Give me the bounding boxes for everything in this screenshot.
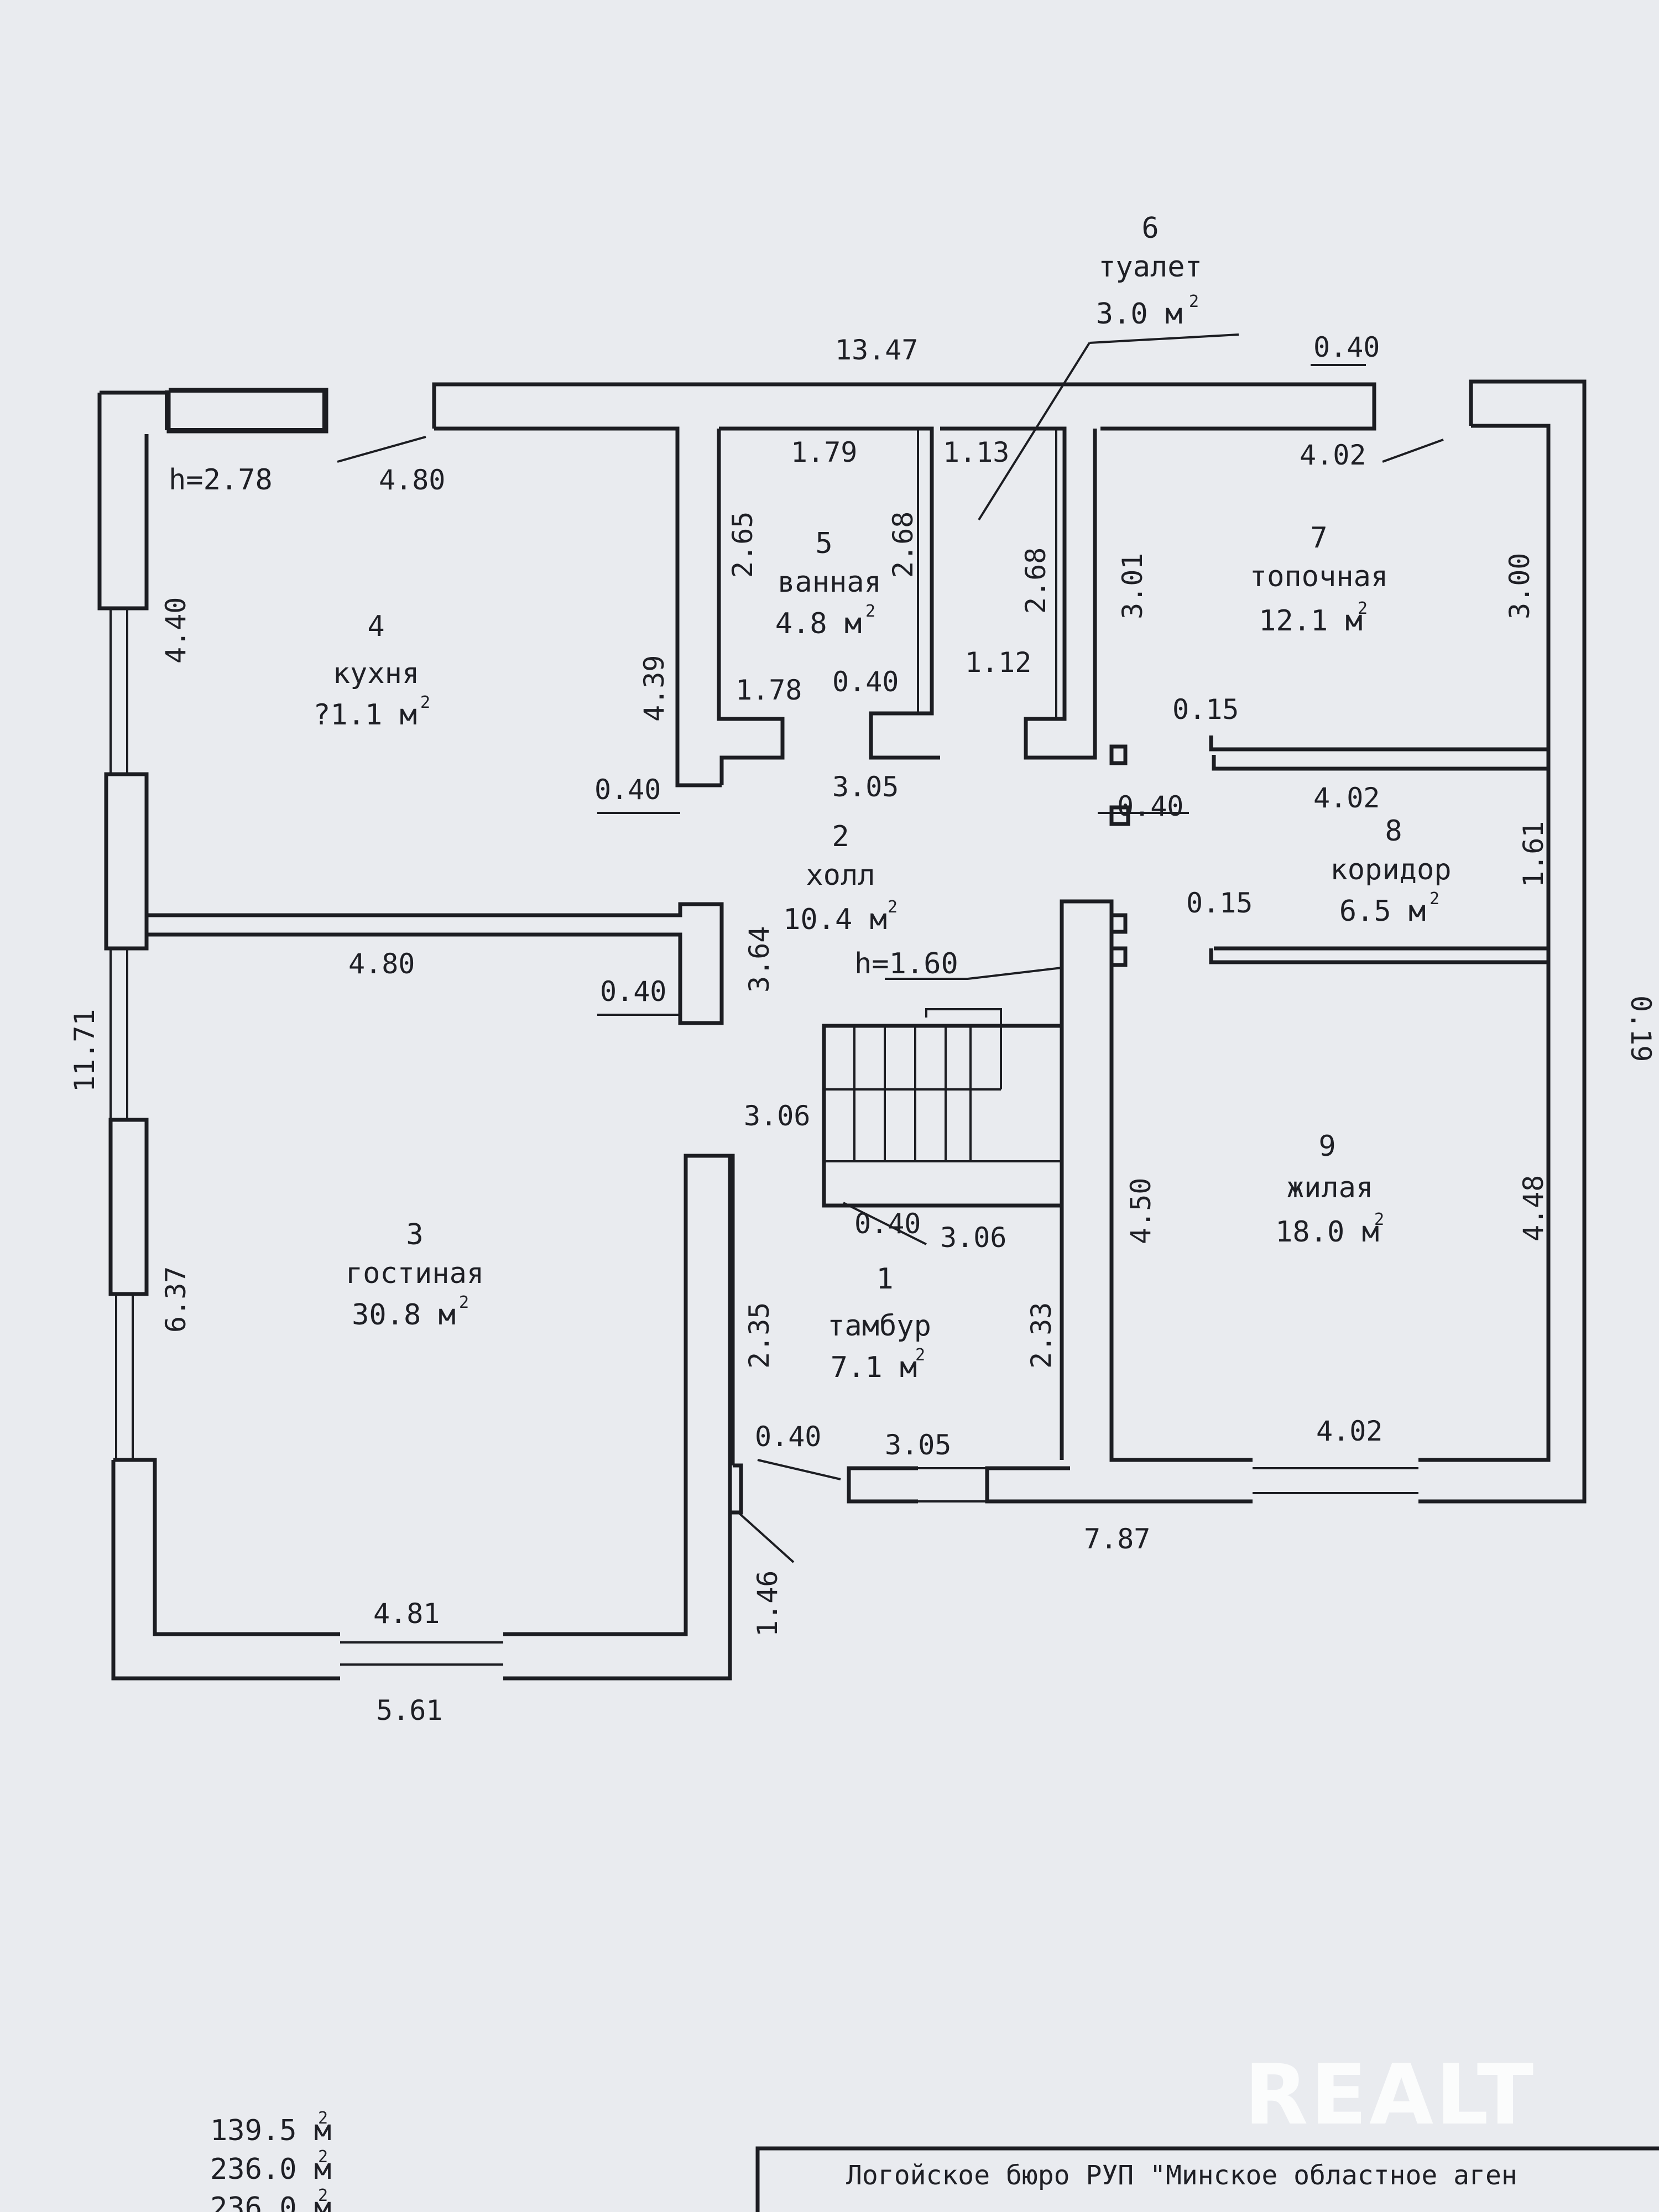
room-9-area: 18.0 м [1275,1215,1379,1249]
room-2-area-sup: 2 [888,898,898,917]
dim-label: 4.48 [1517,1175,1550,1241]
height-label-stair: h=1.60 [854,947,958,980]
room-7-name: топочная [1250,560,1388,593]
total-area-2-sup: 2 [318,2147,328,2167]
dim-label: 4.02 [1300,439,1366,471]
room-4-area: ?1.1 м [313,698,417,732]
room-7-area: 12.1 м [1259,604,1363,638]
room-8-area-sup: 2 [1430,889,1439,909]
dim-label: 3.06 [940,1222,1006,1254]
dim-label: 3.05 [885,1429,951,1461]
dim-label: 0.40 [755,1421,821,1453]
dim-label: 1.78 [735,674,802,706]
room-4-area-sup: 2 [420,693,430,712]
dim-label: 0.40 [832,666,899,698]
dim-label: 0.19 [1625,995,1657,1062]
room-9-area-sup: 2 [1374,1210,1384,1229]
total-area-1: 139.5 м [210,2114,331,2147]
total-area-1-sup: 2 [318,2109,328,2128]
dim-label: 2.68 [1020,547,1052,614]
total-area-3: 236.0 м [210,2192,331,2212]
dim-label: 2.33 [1025,1302,1057,1369]
total-area-2: 236.0 м [210,2153,331,2186]
room-5-area: 4.8 м [775,607,862,640]
dim-label: 0.40 [594,774,661,806]
room-4-name: кухня [333,657,420,690]
room-3-area-sup: 2 [459,1293,469,1312]
dim-label: 0.15 [1186,887,1253,919]
title-block-text: Логойское бюро РУП "Минское областное аг… [846,2160,1517,2191]
dim-label: 4.39 [638,655,670,722]
dim-label: 0.40 [600,975,666,1008]
dim-label: 3.64 [743,926,775,993]
room-7-number: 7 [1310,521,1327,555]
dim-label: 0.40 [1313,331,1380,363]
room-2-area: 10.4 м [783,903,887,936]
title-block [755,2146,1659,2212]
room-3-name: гостиная [346,1257,484,1290]
room-1-area-sup: 2 [915,1345,925,1365]
dim-label: 4.80 [348,948,415,980]
room-6-area-sup: 2 [1189,292,1199,311]
dim-label: 1.79 [791,436,857,468]
walls [97,379,1587,1681]
realt-watermark: REALT [1244,2047,1536,2143]
room-2-name: холл [806,859,875,892]
dim-label: 4.40 [160,597,192,664]
room-3-number: 3 [406,1218,423,1251]
leader-lines [337,333,1444,1563]
dim-label: 2.35 [743,1302,775,1369]
room-5-number: 5 [815,527,832,560]
dim-label: 4.81 [373,1598,440,1630]
dimension-labels: 13.47 0.40 4.80 1.79 1.13 4.02 4.40 2.65… [69,331,1657,1726]
room-5-area-sup: 2 [865,602,875,621]
dim-label: 4.02 [1313,782,1380,814]
dim-label: 6.37 [160,1266,192,1333]
total-area-3-sup: 2 [318,2186,328,2205]
room-8-number: 8 [1385,815,1402,848]
dim-label: 0.15 [1172,693,1239,726]
dim-label: 1.61 [1517,821,1550,888]
dim-label: 7.87 [1084,1523,1150,1555]
room-8-area: 6.5 м [1339,895,1426,928]
room-7-area-sup: 2 [1358,599,1368,618]
room-3-area: 30.8 м [352,1298,456,1332]
dim-label: 3.00 [1504,553,1536,619]
dim-label: 4.80 [379,464,445,496]
room-6-name: туалет [1098,251,1202,284]
dim-label: 3.05 [832,771,899,803]
dim-label: 1.13 [943,436,1009,468]
dim-label: 1.12 [965,646,1031,679]
dim-label: 11.71 [69,1009,101,1092]
dim-label: 2.68 [887,512,919,578]
area-totals: 139.5 м 2 236.0 м 2 236.0 м 2 [210,2109,331,2212]
dim-label: 13.47 [835,334,919,366]
room-5-name: ванная [778,566,881,599]
room-6-number: 6 [1141,212,1159,245]
dim-label: 5.61 [376,1694,442,1726]
room-6-area: 3.0 м [1096,298,1183,331]
room-2-number: 2 [832,820,849,853]
room-1-area: 7.1 м [831,1351,917,1384]
room-8-name: коридор [1330,853,1451,886]
dim-label: 4.50 [1125,1178,1157,1244]
room-1-number: 1 [876,1262,893,1296]
room-4-number: 4 [367,610,384,643]
dim-label: 4.02 [1316,1415,1383,1447]
room-9-number: 9 [1318,1130,1335,1163]
room-1-name: тамбур [827,1310,931,1343]
dim-label: 1.46 [752,1571,784,1637]
dim-label: 0.40 [854,1208,921,1240]
dim-label: 0.40 [1117,790,1183,822]
dim-label: 3.01 [1117,553,1149,619]
room-labels: 2 холл 10.4 м 2 3 гостиная 30.8 м 2 4 ку… [313,212,1452,1384]
dim-label: 3.06 [744,1100,810,1132]
height-label-kitchen: h=2.78 [169,463,273,497]
room-9-name: жилая [1287,1171,1374,1204]
dim-label: 2.65 [727,512,759,578]
